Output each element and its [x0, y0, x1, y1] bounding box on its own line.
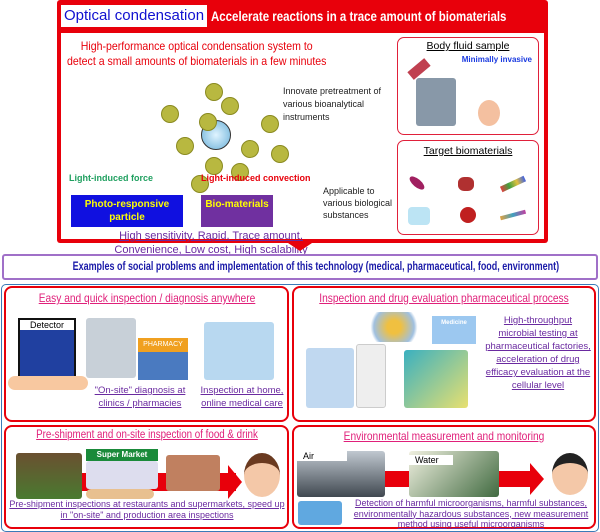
- particle-icon: [205, 157, 223, 175]
- air-label: Air: [297, 451, 347, 461]
- woman-tasting-image: [244, 453, 280, 497]
- boy-drinking-image: [552, 453, 588, 495]
- virus-icon: [460, 207, 476, 223]
- panel-environmental: Environmental measurement and monitoring…: [292, 425, 596, 529]
- clinic-doctor-image: [86, 318, 136, 378]
- section-headline: Accelerate reactions in a trace amount o…: [211, 8, 507, 24]
- particle-icon: [199, 113, 217, 131]
- body-fluid-sample-box: Body fluid sample Minimally invasive: [397, 37, 539, 135]
- innovate-text: Innovate pretreatment of various bioanal…: [283, 86, 382, 122]
- medicine-box: Medicine: [432, 316, 476, 344]
- detector-image: Detector: [18, 318, 76, 380]
- system-title-line2: detect a small amounts of biomaterials i…: [67, 54, 327, 68]
- meals-image: [86, 489, 154, 499]
- particle-icon: [221, 97, 239, 115]
- online-care-image: [204, 322, 274, 380]
- cattle-image: [16, 453, 82, 499]
- caption-pharmaceutical: High-throughput microbial testing at pha…: [485, 315, 591, 391]
- pharmacy-image: [138, 352, 188, 380]
- rna-icon: [499, 209, 527, 221]
- panel-title: Inspection and drug evaluation pharmaceu…: [319, 291, 569, 305]
- optical-condensation-section: Optical condensation Accelerate reaction…: [57, 0, 548, 256]
- benefits: High sensitivity, Rapid, Trace amount, C…: [81, 229, 341, 257]
- pills-image: [364, 312, 424, 342]
- treadmill-runner-image: [416, 78, 456, 126]
- photo-responsive-particle-box: Photo-responsive particle: [71, 195, 183, 227]
- particle-icon: [231, 163, 249, 181]
- benefits-line2: Convenience, Low cost, High scalability: [114, 244, 308, 256]
- force-label: Light-induced force: [69, 173, 153, 183]
- section-body: High-performance optical condensation sy…: [61, 33, 544, 256]
- down-arrow-icon: [285, 241, 315, 251]
- panel-title: Easy and quick inspection / diagnosis an…: [38, 291, 255, 305]
- hand-image: [8, 376, 88, 390]
- panel-pharmaceutical: Inspection and drug evaluation pharmaceu…: [292, 286, 596, 422]
- target-biomaterials-box: Target biomaterials: [397, 140, 539, 235]
- factory-building-image: [306, 348, 354, 408]
- water-stream-image: Water: [409, 451, 499, 497]
- cell-evaluation-image: [404, 350, 468, 408]
- system-title-line1: High-performance optical condensation sy…: [80, 39, 313, 53]
- protein-icon: [458, 177, 474, 191]
- caption-food: Pre-shipment inspections at restaurants …: [9, 499, 285, 520]
- air-factory-image: Air: [297, 451, 385, 497]
- convection-label: Light-induced convection: [201, 173, 311, 183]
- particle-icon: [191, 175, 209, 193]
- particle-icon: [241, 140, 259, 158]
- biomaterials-box: Bio-materials: [201, 195, 273, 227]
- syringe-icon: [407, 58, 431, 80]
- panel-inspection-anywhere: Easy and quick inspection / diagnosis an…: [4, 286, 289, 422]
- seafood-image: [166, 455, 220, 491]
- supermarket-sign: Super Market: [86, 449, 158, 461]
- caption-environment: Detection of harmful microorganisms, har…: [353, 498, 589, 529]
- pharmacy-sign: PHARMACY: [138, 338, 188, 352]
- benefits-line1: High sensitivity, Rapid, Trace amount,: [119, 230, 303, 242]
- cell-icon: [408, 207, 430, 225]
- body-fluid-title: Body fluid sample: [426, 40, 510, 52]
- supermarket-image: [86, 461, 158, 489]
- arrow-head-icon: [228, 465, 242, 499]
- target-title: Target biomaterials: [423, 145, 513, 157]
- applicable-text: Applicable to various biological substan…: [323, 186, 393, 220]
- particle-icon: [176, 137, 194, 155]
- system-title: High-performance optical condensation sy…: [67, 39, 326, 69]
- caption-home: Inspection at home, online medical care: [200, 385, 284, 409]
- water-label: Water: [409, 455, 453, 465]
- particle-icon: [205, 83, 223, 101]
- particle-icon: [261, 115, 279, 133]
- particle-icon: [271, 145, 289, 163]
- bacteria-icon: [407, 174, 427, 192]
- examples-banner: Examples of social problems and implemen…: [72, 261, 560, 273]
- section-tag: Optical condensation: [61, 5, 207, 27]
- particle-icon: [161, 105, 179, 123]
- panel-title: Pre-shipment and on-site inspection of f…: [35, 429, 258, 441]
- dna-icon: [499, 175, 527, 193]
- caption-clinics: "On-site" diagnosis at clinics / pharmac…: [94, 385, 186, 409]
- detector-label: Detector: [20, 320, 74, 330]
- arrow-head-icon: [530, 463, 544, 495]
- water-sample-image: [298, 501, 342, 525]
- panel-food-drink: Pre-shipment and on-site inspection of f…: [4, 425, 289, 529]
- examples-banner-frame: Examples of social problems and implemen…: [2, 254, 598, 280]
- minimally-invasive-note: Minimally invasive: [461, 55, 532, 64]
- lab-worker-image: [356, 344, 386, 408]
- panel-title: Environmental measurement and monitoring: [343, 429, 545, 443]
- child-image: [478, 100, 500, 126]
- condensation-illustration: [121, 75, 321, 195]
